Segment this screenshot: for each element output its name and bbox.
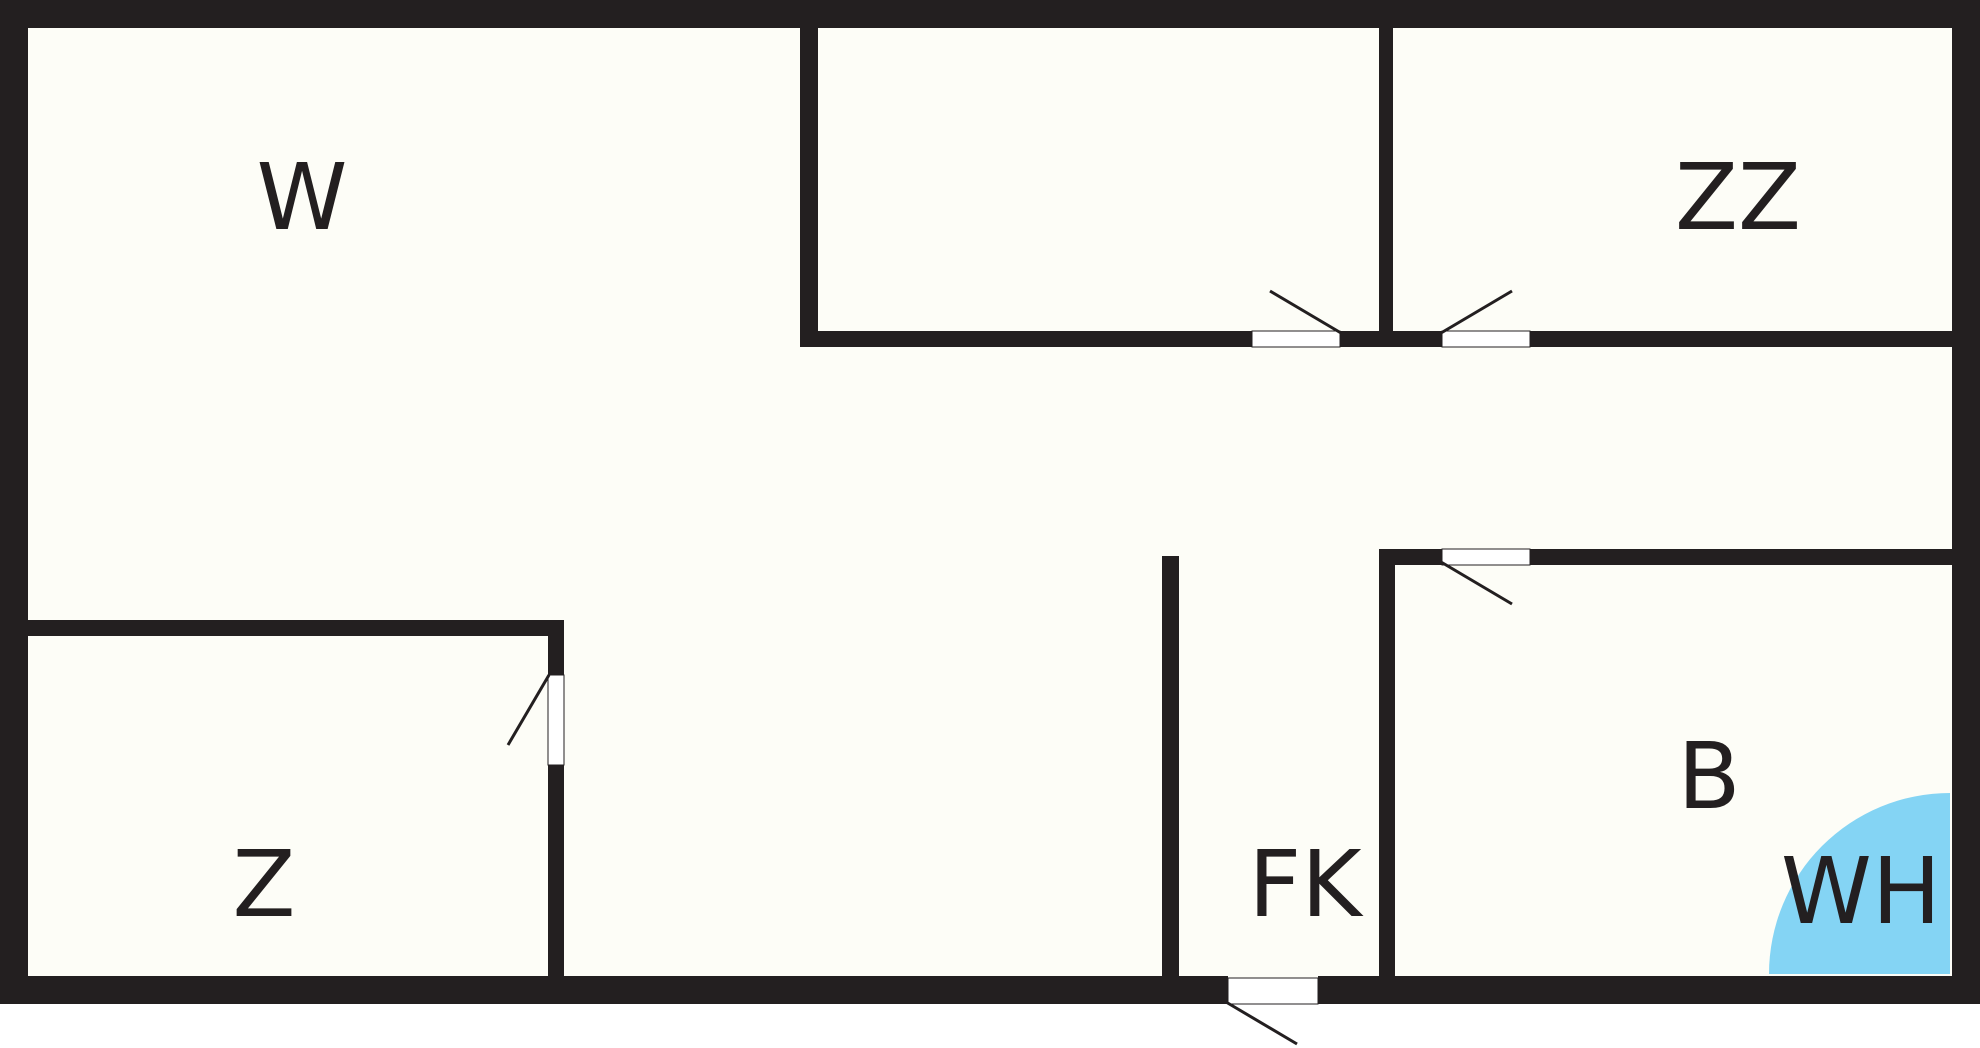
outer-wall-left [0,0,28,1004]
wall-bath-left [1379,549,1395,985]
water-heater-zone [1769,793,1950,974]
outer-wall-bottom-left [0,976,1228,1004]
door-swing-bath [1440,560,1513,606]
wall-hall-partition [1162,556,1179,984]
wall-upper-divider [1379,18,1393,340]
wall-corridor-top-3 [1530,331,1960,347]
wall-z-right-upper [548,620,564,675]
wall-z-right-lower [548,765,564,983]
door-swing-upper-room [1269,289,1342,335]
door-opening-upper-room [1251,330,1341,348]
door-opening-entrance [1227,977,1319,1005]
room-label-b: B [1677,723,1740,830]
outer-wall-right [1952,0,1980,1004]
wall-corridor-top-1 [800,331,1252,347]
wall-z-top [18,620,564,636]
wall-bath-top-2 [1530,549,1960,565]
outer-walls [0,0,1980,1004]
room-label-w: W [257,144,348,251]
room-label-z: Z [232,831,295,938]
room-labels: W ZZ Z FK B WH [232,144,1941,945]
floor-area [18,18,1962,978]
door-swing-z [506,674,551,746]
interior-walls [18,18,1960,985]
outer-wall-top [0,0,1980,28]
room-label-wh: WH [1781,838,1941,945]
room-label-zz: ZZ [1675,144,1801,251]
door-openings [547,330,1531,1005]
outer-wall-bottom-right [1318,976,1980,1004]
door-opening-zz [1441,330,1531,348]
door-swings [506,289,1513,1046]
door-swing-entrance [1225,1000,1298,1046]
door-opening-z [547,674,565,766]
door-swing-zz [1440,289,1513,335]
room-label-fk: FK [1248,831,1364,938]
door-opening-bath [1441,548,1531,566]
wall-upper-room-left [800,18,818,347]
